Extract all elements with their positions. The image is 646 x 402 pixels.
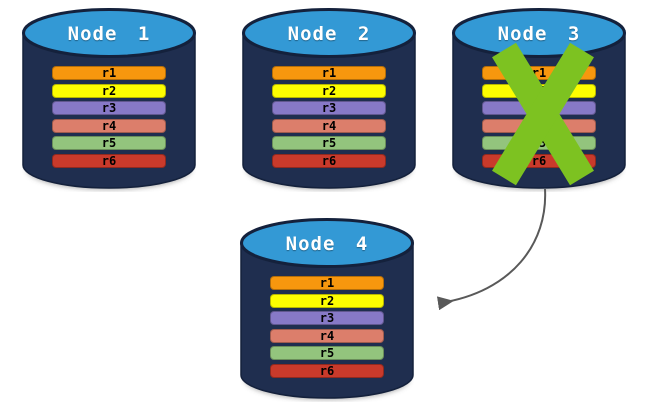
row-r6: r6: [482, 154, 596, 168]
replica-rows: r1 r2 r3 r4 r5 r6: [242, 8, 416, 192]
row-r1: r1: [52, 66, 166, 80]
replica-rows: r1 r2 r3 r4 r5 r6: [22, 8, 196, 192]
node-title: Node 3: [497, 23, 581, 45]
row-r2: r2: [52, 84, 166, 98]
row-r5: r5: [272, 136, 386, 150]
row-r6: r6: [52, 154, 166, 168]
node-title: Node 2: [287, 23, 371, 45]
node-3: Node 3 r1 r2 r3 r4 r5 r6: [452, 8, 626, 192]
row-r2: r2: [272, 84, 386, 98]
node-title: Node 4: [285, 233, 369, 255]
row-r4: r4: [52, 119, 166, 133]
row-r4: r4: [272, 119, 386, 133]
row-r5: r5: [482, 136, 596, 150]
row-r4: r4: [270, 329, 384, 343]
row-r2: r2: [270, 294, 384, 308]
replica-rows: r1 r2 r3 r4 r5 r6: [240, 218, 414, 402]
row-r3: r3: [270, 311, 384, 325]
row-r3: r3: [52, 101, 166, 115]
row-r1: r1: [270, 276, 384, 290]
replica-rows: r1 r2 r3 r4 r5 r6: [452, 8, 626, 192]
row-r1: r1: [482, 66, 596, 80]
node-2: Node 2 r1 r2 r3 r4 r5 r6: [242, 8, 416, 192]
row-r2: r2: [482, 84, 596, 98]
row-r3: r3: [482, 101, 596, 115]
row-r5: r5: [52, 136, 166, 150]
row-r6: r6: [272, 154, 386, 168]
row-r5: r5: [270, 346, 384, 360]
row-r3: r3: [272, 101, 386, 115]
node-title: Node 1: [67, 23, 151, 45]
row-r6: r6: [270, 364, 384, 378]
node-1: Node 1 r1 r2 r3 r4 r5 r6: [22, 8, 196, 192]
row-r4: r4: [482, 119, 596, 133]
node-4: Node 4 r1 r2 r3 r4 r5 r6: [240, 218, 414, 402]
row-r1: r1: [272, 66, 386, 80]
